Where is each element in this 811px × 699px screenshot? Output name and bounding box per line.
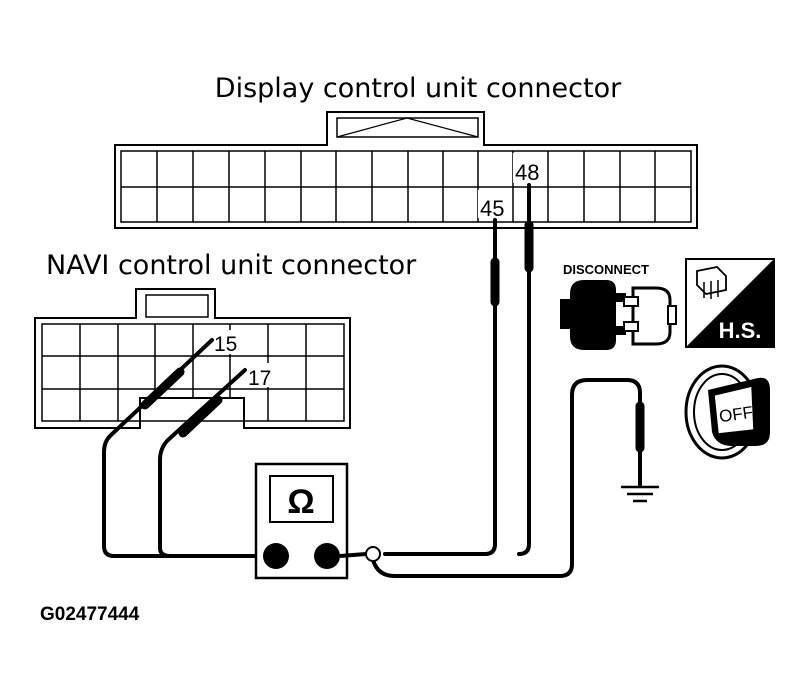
- probe-leads: [102, 183, 645, 578]
- disconnect-label: DISCONNECT: [563, 262, 649, 277]
- display-connector-label: Display control unit connector: [215, 73, 622, 104]
- ohm-symbol: Ω: [287, 483, 314, 521]
- display-pin-45: 45: [480, 196, 504, 221]
- hs-label: H.S.: [719, 318, 762, 343]
- ignition-off-icon: [684, 364, 770, 460]
- meter-terminal-left: [263, 543, 289, 569]
- figure-id: G02477444: [40, 604, 140, 625]
- navi-pin-17: 17: [248, 367, 271, 390]
- ground-symbol: [621, 485, 659, 503]
- disconnect-icon: [560, 280, 677, 350]
- navi-pin-15: 15: [214, 333, 237, 356]
- ohmmeter: [254, 462, 349, 580]
- hs-icon: [685, 258, 775, 348]
- off-label: OFF: [718, 403, 754, 427]
- meter-terminal-right: [314, 543, 340, 569]
- display-pin-48: 48: [515, 160, 539, 185]
- navi-connector-label: NAVI control unit connector: [46, 250, 417, 281]
- junction-point: [365, 546, 381, 562]
- display-connector: [114, 111, 698, 229]
